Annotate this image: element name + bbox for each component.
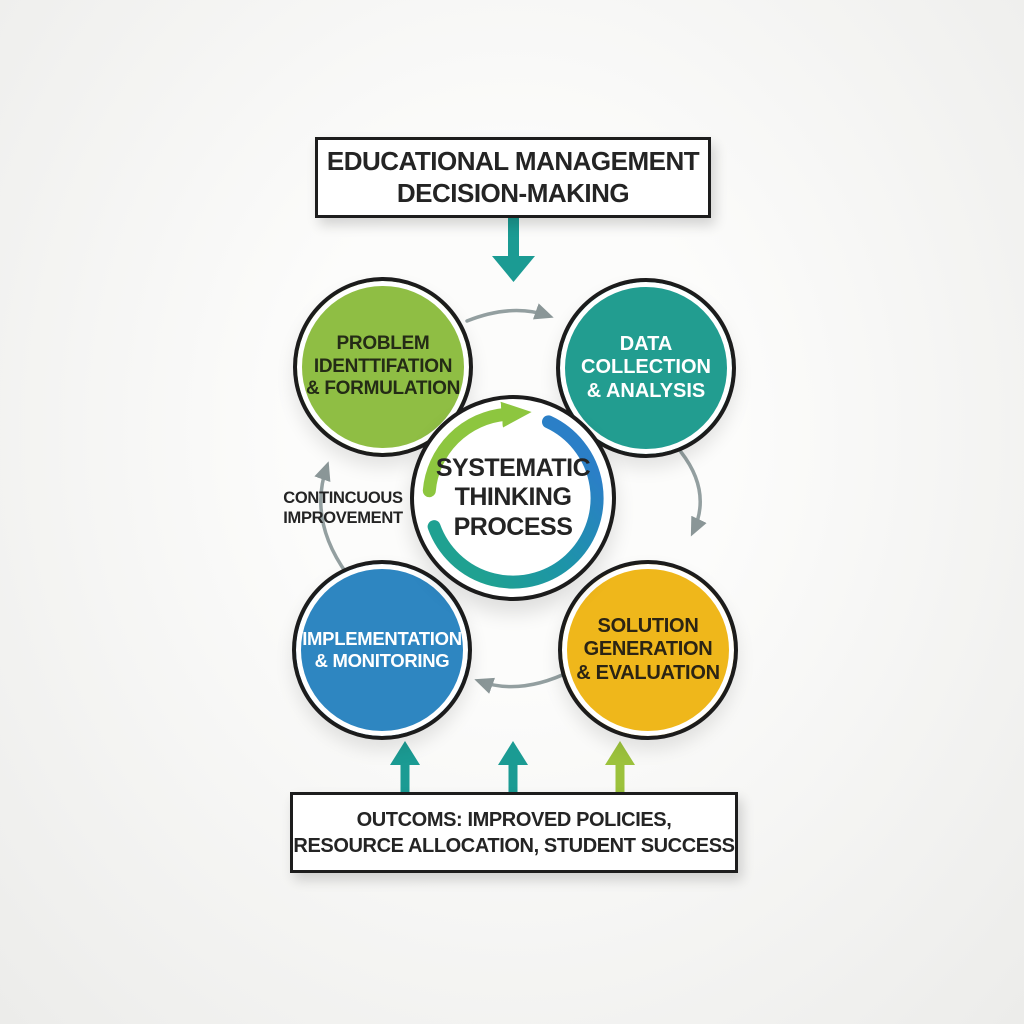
node-solution-generation: SOLUTION GENERATION & EVALUATION <box>558 560 738 740</box>
cycle-arrow-bottom-icon <box>474 669 573 694</box>
node-data-label: DATA COLLECTION & ANALYSIS <box>581 332 711 402</box>
cycle-arrow-top-icon <box>465 303 554 323</box>
up-arrow-left-icon <box>390 741 420 793</box>
cycle-ring-icon <box>422 401 604 589</box>
ring-green-arc-arrow-icon <box>422 401 532 498</box>
cycle-arrow-right-icon <box>679 450 707 537</box>
ring-blue-teal-arc-icon <box>427 415 604 589</box>
center-hub-label: SYSTEMATIC THINKING PROCESS <box>435 453 591 541</box>
outcome-text: OUTCOMS: IMPROVED POLICIES, RESOURCE ALL… <box>293 808 735 857</box>
title-box: EDUCATIONAL MANAGEMENT DECISION-MAKING <box>315 137 711 218</box>
node-problem-label: PROBLEM IDENTTIFATION & FORMULATION <box>305 333 461 400</box>
node-implementation-monitoring: IMPLEMENTATION & MONITORING <box>292 560 472 740</box>
up-arrow-middle-icon <box>498 741 528 793</box>
down-arrow-icon <box>492 218 535 282</box>
outcome-box: OUTCOMS: IMPROVED POLICIES, RESOURCE ALL… <box>290 792 738 873</box>
center-hub-circle: SYSTEMATIC THINKING PROCESS <box>410 395 616 601</box>
title-text: EDUCATIONAL MANAGEMENT DECISION-MAKING <box>326 145 700 208</box>
node-solution-label: SOLUTION GENERATION & EVALUATION <box>576 614 720 684</box>
node-implementation-label: IMPLEMENTATION & MONITORING <box>302 628 462 671</box>
continuous-improvement-label: CONTINCUOUS IMPROVEMENT <box>283 489 403 527</box>
cycle-arrow-left-icon <box>314 461 349 576</box>
up-arrow-right-icon <box>605 741 635 793</box>
